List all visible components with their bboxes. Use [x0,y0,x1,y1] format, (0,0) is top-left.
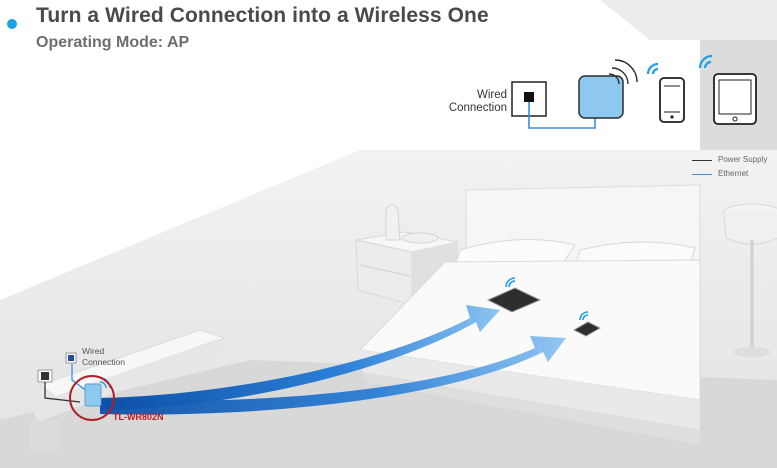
tablet-on-bed [486,287,542,313]
top-wall-jack-port [524,92,534,102]
top-router-signal [608,59,638,85]
legend-label-ethernet: Ethernet [718,169,749,178]
vase [385,204,401,241]
wifi-icon [646,62,659,75]
title-bullet [7,19,17,29]
ethernet-cable [71,364,89,393]
desk-top [38,329,227,401]
wireless-arrow-to-phone [100,336,566,415]
desk-wired-connection-label: Wired Connection [82,346,125,368]
top-tablet-icon [713,73,757,125]
legend-item-ethernet: Ethernet [692,167,767,181]
top-ethernet-cable [528,102,596,129]
legend-label-power: Power Supply [718,155,768,164]
wifi-icon [505,277,516,288]
top-router [578,75,624,119]
ethernet-jack [68,355,74,361]
lamp-base [734,347,770,357]
operating-mode-subtitle: Operating Mode: AP [36,34,190,51]
wired-connection-label: Wired Connection [443,89,507,115]
bed-frame [362,372,700,445]
wired-connection-text: Wired Connection [448,89,507,114]
legend-item-power: Power Supply [692,153,767,167]
router-model-label: TL-WR802N [113,412,164,422]
router-callout-circle [69,375,115,421]
wireless-arrow-to-tablet [100,305,500,410]
power-cable [44,382,81,403]
bed-side [360,350,700,430]
room-top-light [600,0,777,40]
bowl [401,232,439,244]
phone-on-bed [572,321,602,337]
desk-wired-connection-text: Wired Connection [82,346,126,367]
lamp-shade [723,211,777,245]
legend-swatch-ethernet [692,173,712,175]
top-phone-icon [659,77,685,123]
plug [41,372,49,380]
desk-leg [30,420,60,450]
legend: Power Supply Ethernet [692,153,767,181]
wifi-icon [579,311,589,321]
router-device [84,383,102,407]
legend-swatch-power [692,159,712,161]
wifi-icon [698,54,713,69]
page-title: Turn a Wired Connection into a Wireless … [36,4,489,27]
